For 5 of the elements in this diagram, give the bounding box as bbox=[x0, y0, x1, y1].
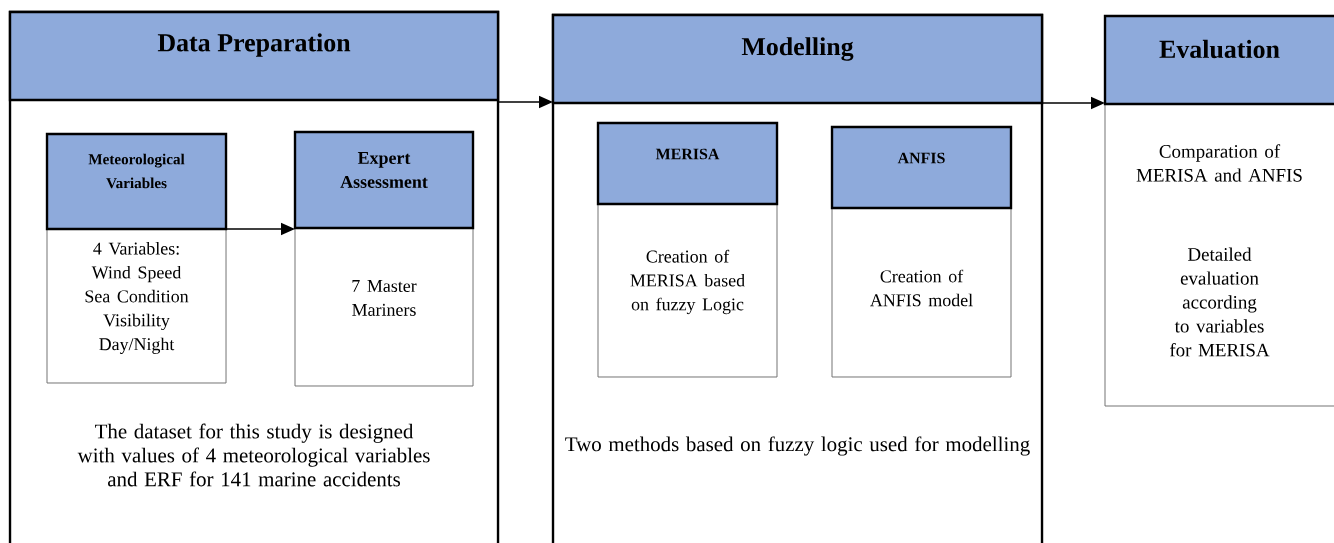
process-box: ANFIS Creation of ANFIS model bbox=[830, 125, 1013, 378]
process-box: MERISA Creation of MERISA based on fuzzy Logic bbox=[596, 121, 779, 378]
process-box: Expert Assessment 7 Master Mariners bbox=[293, 130, 475, 387]
process-box: Meteorological Variables 4 Variables: Wind Speed Sea Condition Visibility Day/Night bbox=[45, 132, 228, 384]
stage-panel: Evaluation Comparation of MERISA and ANFIS Detailed evaluation according to variables for MERISA bbox=[1103, 14, 1334, 407]
